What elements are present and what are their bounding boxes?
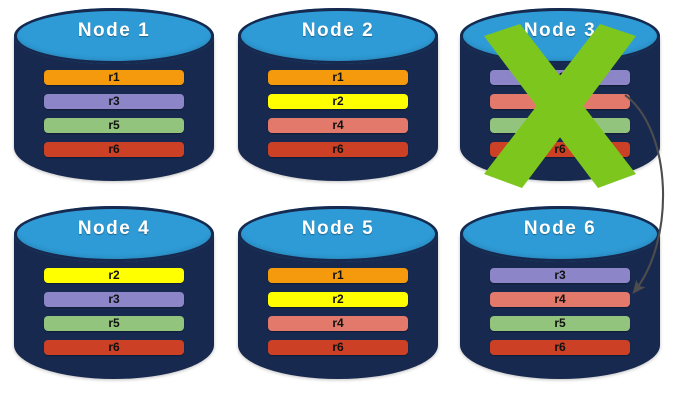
- record-bar[interactable]: r6: [490, 142, 630, 157]
- record-list: r1 r2 r4 r6: [268, 70, 408, 157]
- record-list: r1 r3 r5 r6: [44, 70, 184, 157]
- record-bar[interactable]: r6: [268, 142, 408, 157]
- record-bar[interactable]: r1: [44, 70, 184, 85]
- record-bar[interactable]: r3: [490, 268, 630, 283]
- record-bar[interactable]: r2: [268, 292, 408, 307]
- node-cylinder-4[interactable]: Node 4 r2 r3 r5 r6: [14, 206, 214, 394]
- record-bar[interactable]: r3: [44, 292, 184, 307]
- record-bar[interactable]: r4: [490, 292, 630, 307]
- record-bar[interactable]: r3: [490, 70, 630, 85]
- node-cylinder-5[interactable]: Node 5 r1 r2 r4 r6: [238, 206, 438, 394]
- record-bar[interactable]: r2: [268, 94, 408, 109]
- record-list: r3 r4 r5 r6: [490, 70, 630, 157]
- cylinder-top-ellipse: [238, 8, 438, 64]
- record-bar[interactable]: r6: [44, 340, 184, 355]
- record-bar[interactable]: r1: [268, 70, 408, 85]
- record-bar[interactable]: r4: [490, 94, 630, 109]
- node-label: Node 6: [523, 218, 597, 239]
- node-label: Node 3: [523, 20, 597, 41]
- record-bar[interactable]: r5: [44, 316, 184, 331]
- record-bar[interactable]: r1: [268, 268, 408, 283]
- record-bar[interactable]: r4: [268, 118, 408, 133]
- node-label: Node 1: [77, 20, 151, 41]
- node-cylinder-1[interactable]: Node 1 r1 r3 r5 r6: [14, 8, 214, 196]
- record-bar[interactable]: r5: [490, 118, 630, 133]
- node-label: Node 5: [301, 218, 375, 239]
- record-list: r3 r4 r5 r6: [490, 268, 630, 355]
- cylinder-top-ellipse: [14, 206, 214, 262]
- record-bar[interactable]: r5: [490, 316, 630, 331]
- record-bar[interactable]: r6: [490, 340, 630, 355]
- record-bar[interactable]: r3: [44, 94, 184, 109]
- record-list: r2 r3 r5 r6: [44, 268, 184, 355]
- record-list: r1 r2 r4 r6: [268, 268, 408, 355]
- node-cylinder-2[interactable]: Node 2 r1 r2 r4 r6: [238, 8, 438, 196]
- record-bar[interactable]: r6: [268, 340, 408, 355]
- cylinder-top-ellipse: [14, 8, 214, 64]
- node-cylinder-3[interactable]: Node 3 r3 r4 r5 r6: [460, 8, 660, 196]
- cylinder-top-ellipse: [238, 206, 438, 262]
- record-bar[interactable]: r6: [44, 142, 184, 157]
- record-bar[interactable]: r4: [268, 316, 408, 331]
- node-label: Node 2: [301, 20, 375, 41]
- node-cylinder-6[interactable]: Node 6 r3 r4 r5 r6: [460, 206, 660, 394]
- record-bar[interactable]: r2: [44, 268, 184, 283]
- node-label: Node 4: [77, 218, 151, 239]
- record-bar[interactable]: r5: [44, 118, 184, 133]
